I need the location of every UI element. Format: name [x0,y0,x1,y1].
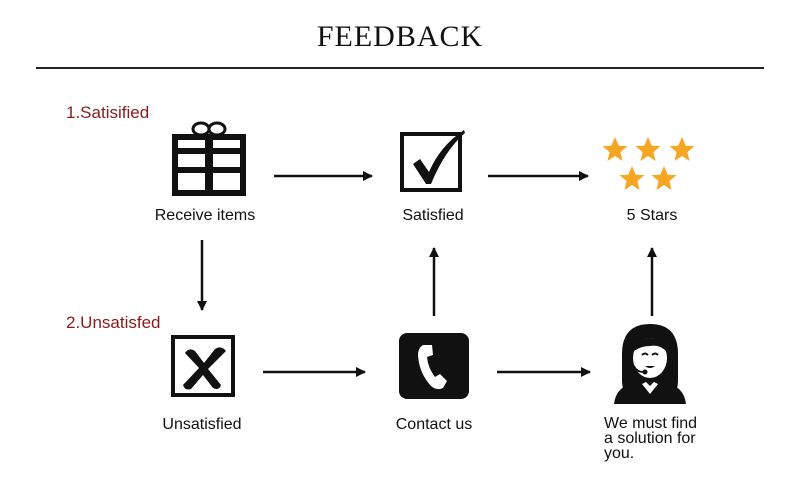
phone-icon [399,333,469,399]
x-box-icon [171,335,235,397]
node-label-solution: We must find a solution for you. [604,415,698,462]
node-label-receive-items: Receive items [154,207,256,224]
page-title: FEEDBACK [316,20,484,53]
title-divider [36,67,764,69]
checkbox-icon [400,130,465,192]
node-label-satisfied: Satisfied [402,207,464,224]
section-label-satisfied: 1.Satisified [66,103,150,122]
support-agent-icon [614,324,686,404]
node-label-contact-us: Contact us [395,416,473,433]
section-label-unsatisfied: 2.Unsatisfed [66,313,161,332]
gift-icon [172,121,246,196]
node-label-unsatisfied: Unsatisfied [162,416,242,433]
node-label-five-stars: 5 Stars [626,207,678,224]
